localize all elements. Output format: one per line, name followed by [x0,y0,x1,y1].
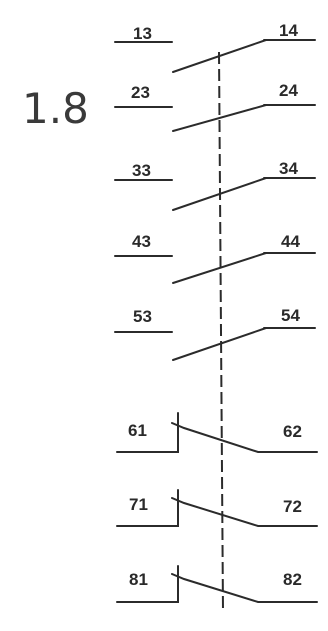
terminal-23: 23 [131,83,150,102]
contact-43-44-blade [172,252,267,284]
contact-61-62-blade [171,422,318,453]
terminal-53: 53 [133,307,152,326]
terminal-24: 24 [279,81,298,100]
contact-81-82-blade [171,573,318,603]
contact-23-24: 23 24 [114,81,316,132]
terminal-44: 44 [281,232,300,251]
terminal-34: 34 [279,159,298,178]
contact-53-54-blade [172,327,267,361]
terminal-72: 72 [283,497,302,516]
contact-43-44: 43 44 [114,232,316,284]
contact-81-82: 81 82 [116,565,318,603]
actuator-linkage [218,51,224,613]
terminal-81-lead [116,565,179,603]
terminal-14: 14 [279,21,298,40]
contact-33-34-blade [172,177,267,211]
terminal-71: 71 [129,495,148,514]
contact-33-34: 33 34 [114,159,316,211]
contact-13-14-blade [172,39,267,73]
device-reference-label: 1.8 [22,84,89,133]
terminal-13: 13 [133,24,152,43]
contact-13-14: 13 14 [114,21,316,73]
terminal-33: 33 [132,161,151,180]
terminal-62: 62 [283,422,302,441]
terminal-61: 61 [128,421,147,440]
terminal-54: 54 [281,306,300,325]
contact-71-72: 71 72 [116,489,318,527]
terminal-71-lead [116,489,179,527]
contact-61-62: 61 62 [116,412,318,453]
contact-23-24-blade [172,104,267,132]
terminal-81: 81 [129,570,148,589]
contact-71-72-blade [171,497,318,527]
contact-53-54: 53 54 [114,306,316,361]
terminal-82: 82 [283,570,302,589]
terminal-43: 43 [132,232,151,251]
